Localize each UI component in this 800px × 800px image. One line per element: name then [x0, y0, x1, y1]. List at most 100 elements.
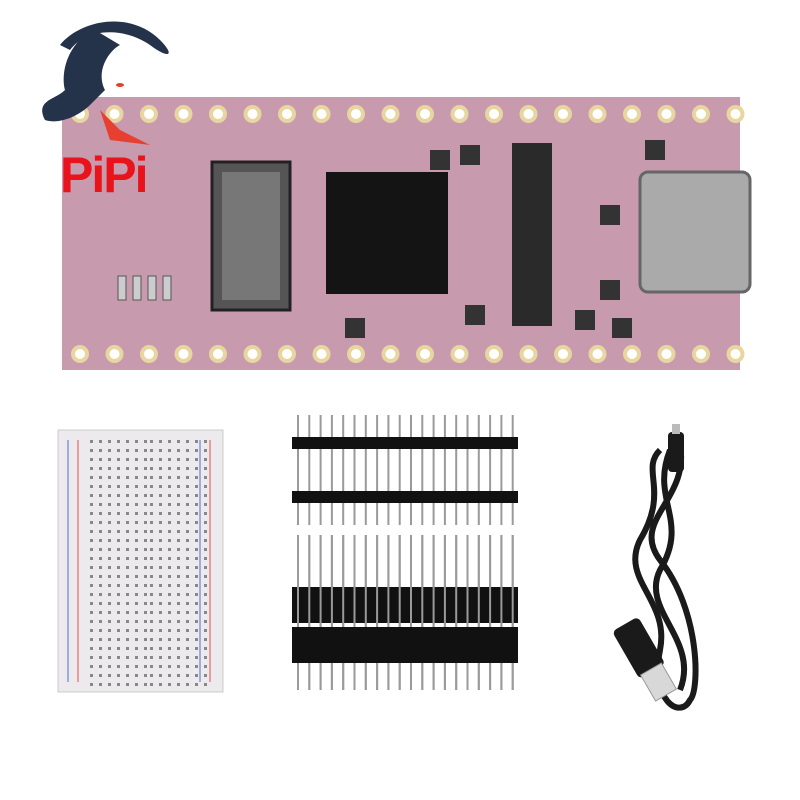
button-contact — [162, 275, 172, 301]
breadboard-hole — [117, 440, 120, 443]
breadboard-hole — [90, 665, 93, 668]
breadboard-hole — [168, 530, 171, 533]
breadboard-hole — [99, 566, 102, 569]
breadboard-hole — [99, 449, 102, 452]
breadboard-hole — [186, 485, 189, 488]
breadboard-hole — [204, 458, 207, 461]
breadboard-hole — [99, 485, 102, 488]
breadboard-hole — [186, 593, 189, 596]
breadboard-hole — [144, 485, 147, 488]
breadboard-hole — [195, 611, 198, 614]
breadboard-hole — [204, 638, 207, 641]
breadboard-hole — [90, 575, 93, 578]
breadboard-hole — [117, 557, 120, 560]
breadboard-hole — [150, 494, 153, 497]
breadboard-hole — [126, 512, 129, 515]
breadboard-hole — [150, 521, 153, 524]
breadboard-hole — [159, 566, 162, 569]
breadboard-hole — [135, 467, 138, 470]
pin-hole — [282, 109, 292, 119]
breadboard-hole — [159, 440, 162, 443]
breadboard-hole — [99, 521, 102, 524]
breadboard-hole — [99, 683, 102, 686]
breadboard-hole — [126, 476, 129, 479]
breadboard-hole — [204, 449, 207, 452]
header-strip — [292, 491, 518, 503]
breadboard-hole — [108, 458, 111, 461]
breadboard-hole — [99, 620, 102, 623]
breadboard-hole — [177, 683, 180, 686]
component — [575, 310, 595, 330]
brand-logo — [42, 21, 169, 145]
breadboard-hole — [108, 593, 111, 596]
breadboard-hole — [90, 449, 93, 452]
breadboard-hole — [126, 584, 129, 587]
breadboard-hole — [144, 440, 147, 443]
breadboard-hole — [108, 602, 111, 605]
pin-hole — [351, 109, 361, 119]
breadboard-hole — [135, 620, 138, 623]
breadboard-hole — [168, 485, 171, 488]
breadboard-hole — [177, 584, 180, 587]
breadboard-hole — [159, 575, 162, 578]
breadboard-hole — [204, 440, 207, 443]
breadboard-hole — [186, 548, 189, 551]
breadboard-hole — [90, 494, 93, 497]
breadboard-hole — [177, 620, 180, 623]
pin-hole — [385, 349, 396, 359]
breadboard-hole — [168, 503, 171, 506]
breadboard-hole — [159, 503, 162, 506]
breadboard-hole — [177, 458, 180, 461]
breadboard-hole — [117, 467, 120, 470]
breadboard-hole — [90, 440, 93, 443]
breadboard-hole — [204, 476, 207, 479]
breadboard-hole — [99, 557, 102, 560]
breadboard-hole — [126, 575, 129, 578]
breadboard-hole — [144, 494, 147, 497]
breadboard-hole — [135, 665, 138, 668]
breadboard-hole — [204, 683, 207, 686]
breadboard-hole — [117, 620, 120, 623]
breadboard-hole — [90, 629, 93, 632]
breadboard-hole — [168, 620, 171, 623]
breadboard-hole — [177, 674, 180, 677]
breadboard-hole — [99, 629, 102, 632]
breadboard-hole — [90, 530, 93, 533]
breadboard-hole — [159, 647, 162, 650]
breadboard-hole — [168, 476, 171, 479]
breadboard-hole — [108, 575, 111, 578]
breadboard-hole — [195, 476, 198, 479]
breadboard-hole — [195, 566, 198, 569]
breadboard-hole — [168, 593, 171, 596]
breadboard-hole — [168, 638, 171, 641]
breadboard-hole — [135, 602, 138, 605]
breadboard-hole — [126, 602, 129, 605]
breadboard-hole — [126, 548, 129, 551]
breadboard-hole — [135, 458, 138, 461]
breadboard-hole — [144, 476, 147, 479]
component — [600, 205, 620, 225]
breadboard-hole — [186, 476, 189, 479]
breadboard-hole — [177, 665, 180, 668]
breadboard-hole — [150, 557, 153, 560]
main-chip — [326, 172, 448, 294]
breadboard-hole — [204, 494, 207, 497]
breadboard-hole — [90, 611, 93, 614]
breadboard-hole — [177, 656, 180, 659]
breadboard-hole — [204, 629, 207, 632]
pin-hole — [178, 349, 189, 359]
breadboard-hole — [177, 566, 180, 569]
breadboard-hole — [144, 557, 147, 560]
breadboard-hole — [150, 638, 153, 641]
breadboard-hole — [204, 656, 207, 659]
breadboard-hole — [195, 494, 198, 497]
breadboard-hole — [108, 476, 111, 479]
breadboard-hole — [150, 458, 153, 461]
component — [645, 140, 665, 160]
breadboard-hole — [117, 494, 120, 497]
component — [430, 150, 450, 170]
breadboard-hole — [144, 611, 147, 614]
breadboard-hole — [117, 647, 120, 650]
breadboard-hole — [90, 521, 93, 524]
